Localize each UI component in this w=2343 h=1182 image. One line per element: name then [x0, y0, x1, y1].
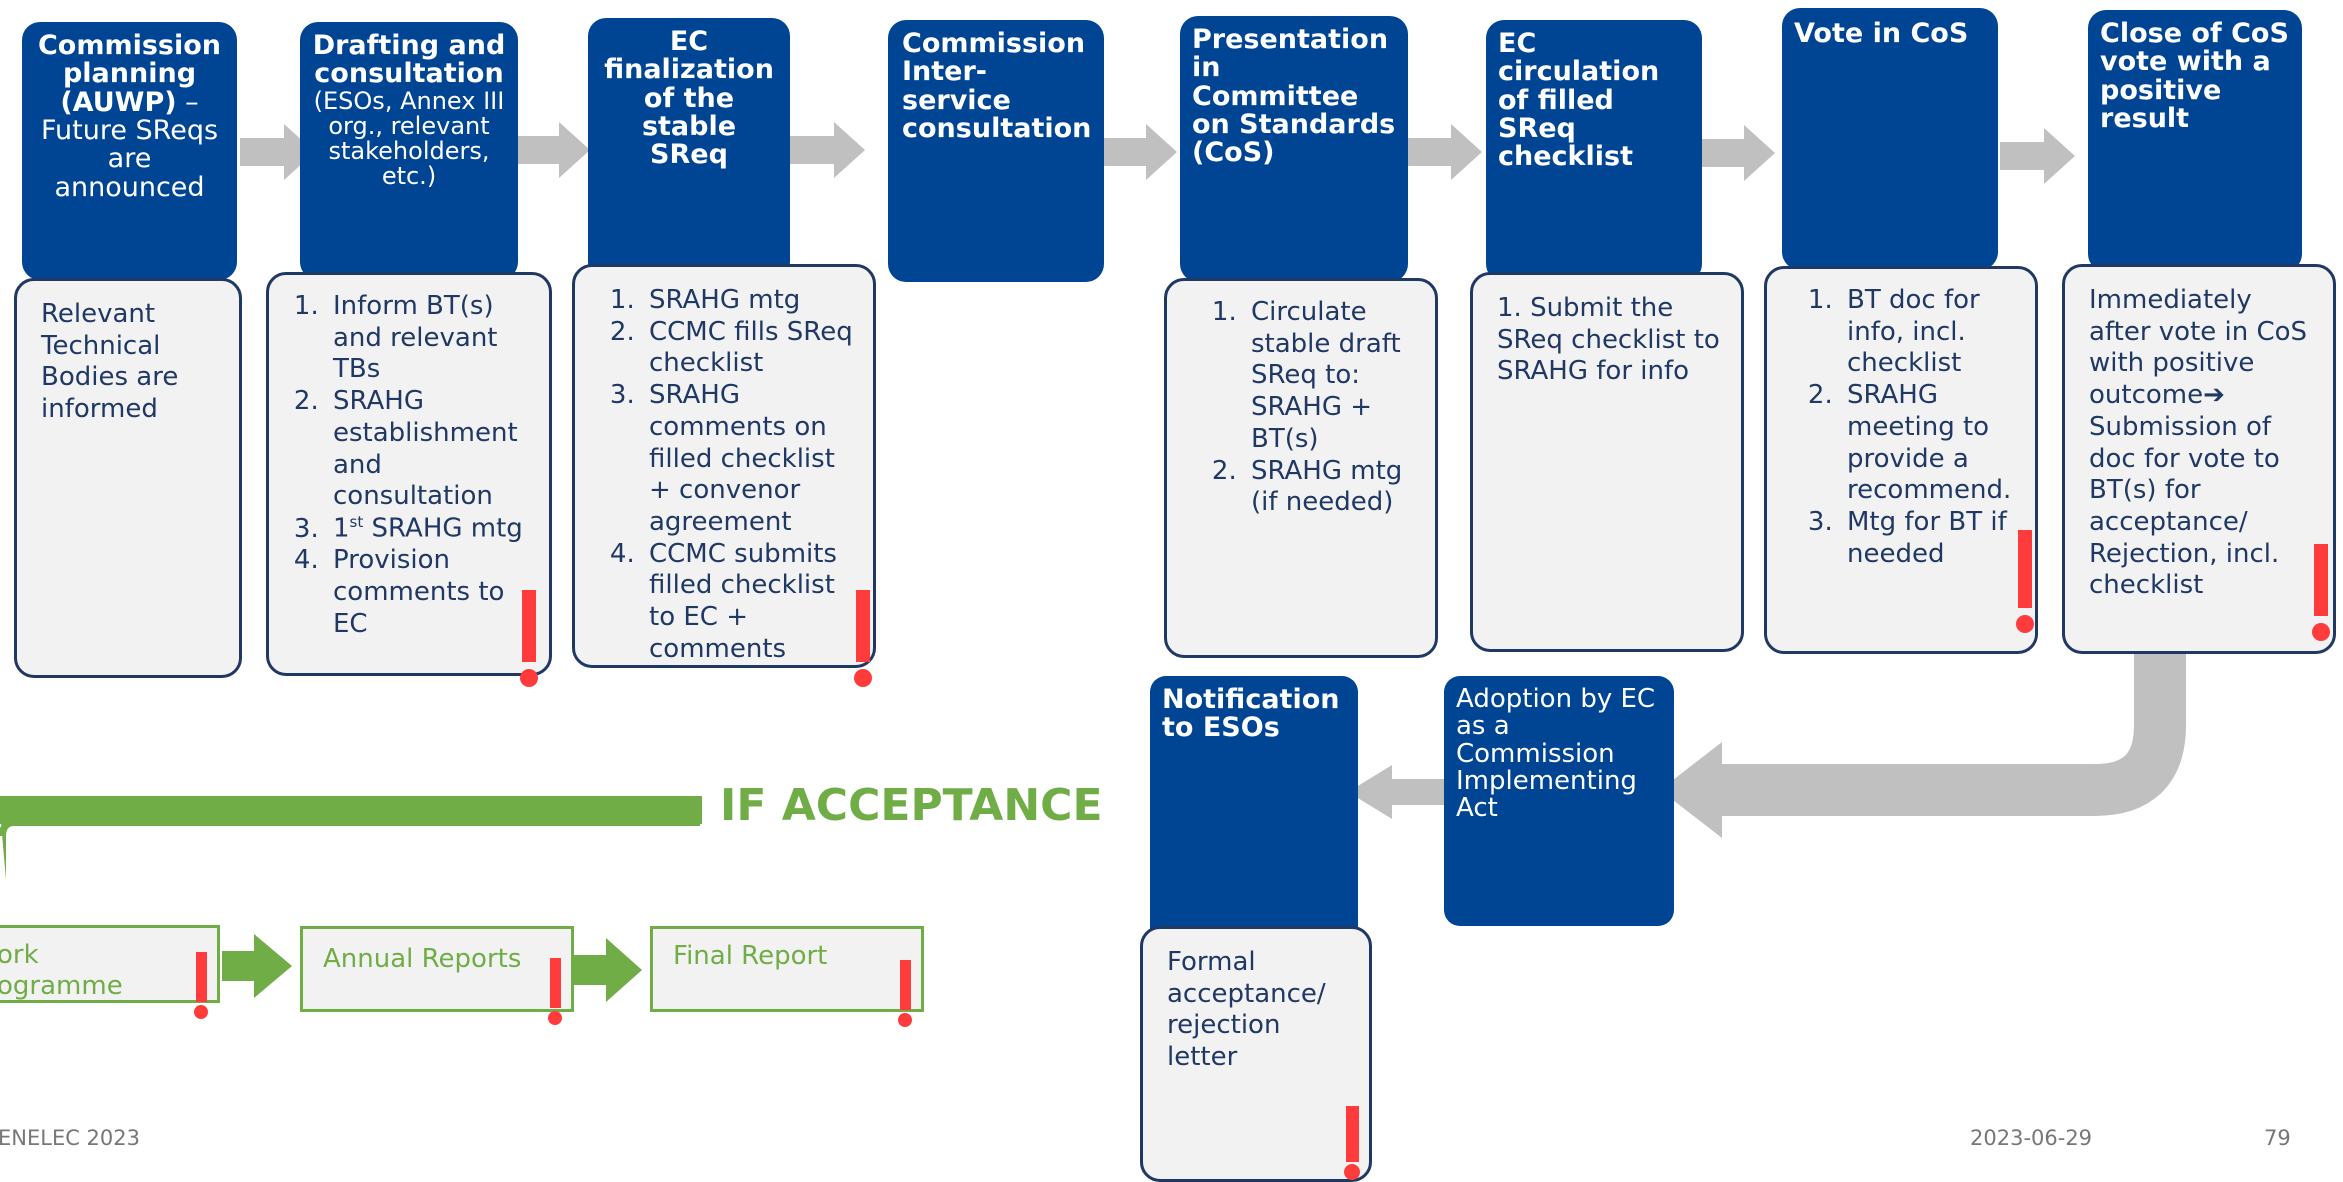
work-programme-text-1: ork [0, 940, 39, 970]
work-programme-box: ork ogramme [0, 925, 220, 1003]
detail-box-6: 1. Submit the SReq checklist to SRAHG fo… [1470, 272, 1744, 652]
step-title: Notification to ESOs [1162, 684, 1340, 744]
step-subtitle: Future SReqs are announced [40, 115, 219, 203]
flow-arrow-6 [1700, 125, 1775, 181]
list-item: SRAHG comments on filled checklist + con… [643, 380, 857, 539]
step-ec-circulation: EC circulation of filled SReq checklist [1486, 20, 1702, 282]
list-item: Inform BT(s) and relevant TBs [327, 291, 533, 386]
flow-arrow-2 [515, 122, 590, 178]
detail-box-8: Immediately after vote in CoS with posit… [2062, 264, 2336, 654]
alert-icon [2016, 530, 2034, 633]
step-title: EC circulation of filled SReq checklist [1498, 28, 1660, 173]
list-item: SRAHG mtg [643, 285, 857, 317]
step-interservice-consultation: Commission Inter-service consultation [888, 20, 1104, 282]
step-close-cos-vote: Close of CoS vote with a positive result [2088, 10, 2302, 272]
annual-reports-label: Annual Reports [323, 944, 522, 974]
step-commission-planning: Commission planning (AUWP) – Future SReq… [22, 22, 237, 280]
annual-reports-box: Annual Reports [300, 926, 574, 1012]
alert-icon [854, 590, 872, 687]
detail-box-5: Circulate stable draft SReq to: SRAHG + … [1164, 278, 1438, 658]
alert-icon [548, 958, 562, 1025]
list-item: SRAHG meeting to provide a recommend. [1841, 380, 2019, 507]
flow-arrow-4 [1102, 124, 1177, 180]
alert-icon [194, 952, 208, 1019]
green-arrow-2 [574, 938, 642, 1002]
step-notification-esos: Notification to ESOs [1150, 676, 1358, 946]
step-vote-cos: Vote in CoS [1782, 8, 1998, 270]
alert-icon [1344, 1106, 1360, 1180]
detail-box-7: BT doc for info, incl. checklist SRAHG m… [1764, 266, 2038, 654]
return-arrow [1660, 650, 2186, 838]
list-item: 1st SRAHG mtg [327, 513, 533, 545]
adoption-text: Adoption by EC as a Commission Implement… [1456, 684, 1656, 824]
if-acceptance-label: IF ACCEPTANCE [720, 780, 1103, 831]
step-title: Commission planning (AUWP) [37, 30, 222, 118]
detail-box-3: SRAHG mtg CCMC fills SReq checklist SRAH… [572, 264, 876, 668]
detail-box-2: Inform BT(s) and relevant TBs SRAHG esta… [266, 272, 552, 676]
flow-arrow-8 [1348, 765, 1445, 819]
list-item: CCMC submits filled checklist to EC + co… [643, 539, 857, 666]
step-title: Close of CoS vote with a positive result [2100, 18, 2289, 135]
step-title: Commission Inter-service consultation [902, 28, 1092, 145]
flow-arrow-5 [1407, 124, 1482, 180]
alert-icon [2312, 544, 2330, 641]
step-presentation-cos: Presentation in Committee on Standards (… [1180, 16, 1408, 282]
detail-text: Formal acceptance/ rejection letter [1167, 947, 1326, 1073]
acceptance-bar [0, 796, 702, 880]
detail-box-notification: Formal acceptance/ rejection letter [1140, 926, 1372, 1182]
list-item: SRAHG mtg (if needed) [1245, 456, 1419, 519]
step-ec-finalization: EC finalization of the stable SReq [588, 18, 790, 280]
list-item: CCMC fills SReq checklist [643, 317, 857, 380]
step-drafting-consultation: Drafting and consultation (ESOs, Annex I… [300, 22, 518, 280]
flow-arrow-7 [2000, 128, 2075, 184]
step-title-suffix: – [176, 86, 199, 118]
step-title: EC finalization of the stable SReq [604, 26, 774, 171]
list-item: Circulate stable draft SReq to: SRAHG + … [1245, 297, 1419, 456]
green-arrow-1 [222, 934, 292, 998]
list-item: BT doc for info, incl. checklist [1841, 285, 2019, 380]
list-item: SRAHG establishment and consultation [327, 386, 533, 513]
detail-text: Relevant Technical Bodies are informed [41, 299, 179, 425]
final-report-label: Final Report [673, 941, 828, 971]
footer-date: 2023-06-29 [1970, 1126, 2093, 1150]
final-report-box: Final Report [650, 926, 924, 1012]
detail-text: Immediately after vote in CoS with posit… [2089, 285, 2308, 601]
step-subtitle: (ESOs, Annex III org., relevant stakehol… [313, 86, 505, 191]
detail-box-1: Relevant Technical Bodies are informed [14, 278, 242, 678]
alert-icon [898, 960, 912, 1027]
alert-icon [520, 590, 538, 687]
adoption-box: Adoption by EC as a Commission Implement… [1444, 676, 1674, 926]
flow-arrow-3 [790, 122, 865, 178]
list-item: Provision comments to EC [327, 545, 533, 640]
step-title: Drafting and consultation [312, 30, 506, 90]
work-programme-text-2: ogramme [0, 971, 123, 1002]
step-title: Vote in CoS [1794, 18, 1969, 49]
footer-page-number: 79 [2264, 1126, 2291, 1150]
list-item: Mtg for BT if needed [1841, 507, 2019, 570]
step-title: Presentation in Committee on Standards (… [1192, 24, 1396, 169]
footer-copyright: ENELEC 2023 [0, 1126, 140, 1150]
detail-text: 1. Submit the SReq checklist to SRAHG fo… [1497, 293, 1720, 387]
